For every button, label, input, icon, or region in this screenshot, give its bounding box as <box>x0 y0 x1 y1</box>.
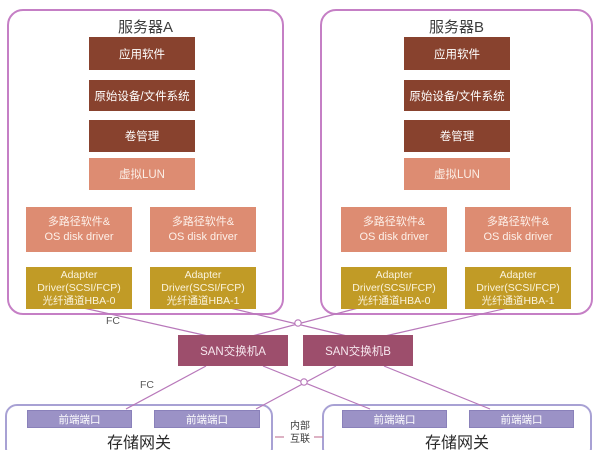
line-jump-top <box>294 319 302 327</box>
multipath-label: 多路径软件& <box>47 216 111 228</box>
san-switch-a: SAN交换机A <box>178 335 288 366</box>
link-a-hba1-to-san-b <box>225 306 348 337</box>
gw-r-title: 存储网关 <box>424 435 489 450</box>
multipath-label: 多路径软件& <box>486 216 550 228</box>
server-b-multipath-1: 多路径软件& OS disk driver <box>465 207 571 252</box>
link-san-a-to-gw-r-port1 <box>262 365 371 410</box>
server-a-volume-manager: 卷管理 <box>89 120 195 152</box>
multipath-label: 多路径软件& <box>171 216 235 228</box>
server-b-raw-device-filesystem: 原始设备/文件系统 <box>404 80 510 111</box>
storage-gateway-left: 前端端口 前端端口 存储网关 <box>5 404 273 450</box>
server-a-raw-device-filesystem: 原始设备/文件系统 <box>89 80 195 111</box>
multipath-label: OS disk driver <box>44 230 114 243</box>
adapter-label: Driver(SCSI/FCP) <box>37 281 121 294</box>
interconnect-text: 互联 <box>290 433 310 445</box>
server-a-application-software: 应用软件 <box>89 37 195 70</box>
multipath-label: 多路径软件& <box>362 216 426 228</box>
link-san-b-to-gw-l-port2 <box>255 365 337 410</box>
interconnect-text: 内部 <box>290 421 310 432</box>
adapter-label: Adapter <box>184 268 222 281</box>
san-switch-b: SAN交换机B <box>303 335 413 366</box>
multipath-label: OS disk driver <box>483 230 553 243</box>
server-b-box: 服务器B 应用软件 原始设备/文件系统 卷管理 虚拟LUN 多路径软件& OS … <box>320 9 593 315</box>
adapter-label: Driver(SCSI/FCP) <box>352 281 436 294</box>
server-a-box: 服务器A 应用软件 原始设备/文件系统 卷管理 虚拟LUN 多路径软件& OS … <box>7 9 284 315</box>
link-san-a-to-gw-l-port1 <box>125 365 207 410</box>
gw-l-front-end-port-2: 前端端口 <box>154 410 260 428</box>
server-b-title: 服务器B <box>428 19 484 36</box>
server-b-virtual-lun: 虚拟LUN <box>404 158 510 190</box>
storage-gateway-right: 前端端口 前端端口 存储网关 <box>322 404 592 450</box>
server-a-multipath-0: 多路径软件& OS disk driver <box>26 207 132 252</box>
multipath-label: OS disk driver <box>359 230 429 243</box>
adapter-label: Adapter <box>499 268 537 281</box>
server-b-multipath-0: 多路径软件& OS disk driver <box>341 207 447 252</box>
multipath-label: OS disk driver <box>168 230 238 243</box>
link-san-b-to-gw-r-port2 <box>383 365 491 410</box>
server-a-title: 服务器A <box>117 19 173 36</box>
gw-l-title: 存储网关 <box>106 435 171 450</box>
link-b-hba1-to-san-b <box>384 306 513 337</box>
gw-r-front-end-port-2: 前端端口 <box>469 410 574 428</box>
gw-l-front-end-port-1: 前端端口 <box>27 410 132 428</box>
server-a-hba-0: Adapter Driver(SCSI/FCP) 光纤通道HBA-0 <box>26 267 132 309</box>
server-b-hba-0: Adapter Driver(SCSI/FCP) 光纤通道HBA-0 <box>341 267 447 309</box>
fc-label-bottom: FC <box>140 379 154 391</box>
server-a-multipath-1: 多路径软件& OS disk driver <box>150 207 256 252</box>
adapter-label: Adapter <box>60 268 98 281</box>
adapter-label: 光纤通道HBA-1 <box>166 294 240 307</box>
gw-r-front-end-port-1: 前端端口 <box>342 410 447 428</box>
server-b-volume-manager: 卷管理 <box>404 120 510 152</box>
internal-interconnect-label: 内部 互联 <box>281 421 319 446</box>
server-a-hba-1: Adapter Driver(SCSI/FCP) 光纤通道HBA-1 <box>150 267 256 309</box>
adapter-label: 光纤通道HBA-0 <box>42 294 116 307</box>
link-a-hba0-to-san-a <box>78 306 209 337</box>
adapter-label: 光纤通道HBA-0 <box>357 294 431 307</box>
line-jump-bottom <box>300 378 308 386</box>
link-b-hba0-to-san-a <box>251 306 363 337</box>
adapter-label: Driver(SCSI/FCP) <box>476 281 560 294</box>
server-b-application-software: 应用软件 <box>404 37 510 70</box>
adapter-label: Adapter <box>375 268 413 281</box>
server-a-virtual-lun: 虚拟LUN <box>89 158 195 190</box>
fc-label-top: FC <box>106 315 120 327</box>
server-b-hba-1: Adapter Driver(SCSI/FCP) 光纤通道HBA-1 <box>465 267 571 309</box>
adapter-label: 光纤通道HBA-1 <box>481 294 555 307</box>
adapter-label: Driver(SCSI/FCP) <box>161 281 245 294</box>
